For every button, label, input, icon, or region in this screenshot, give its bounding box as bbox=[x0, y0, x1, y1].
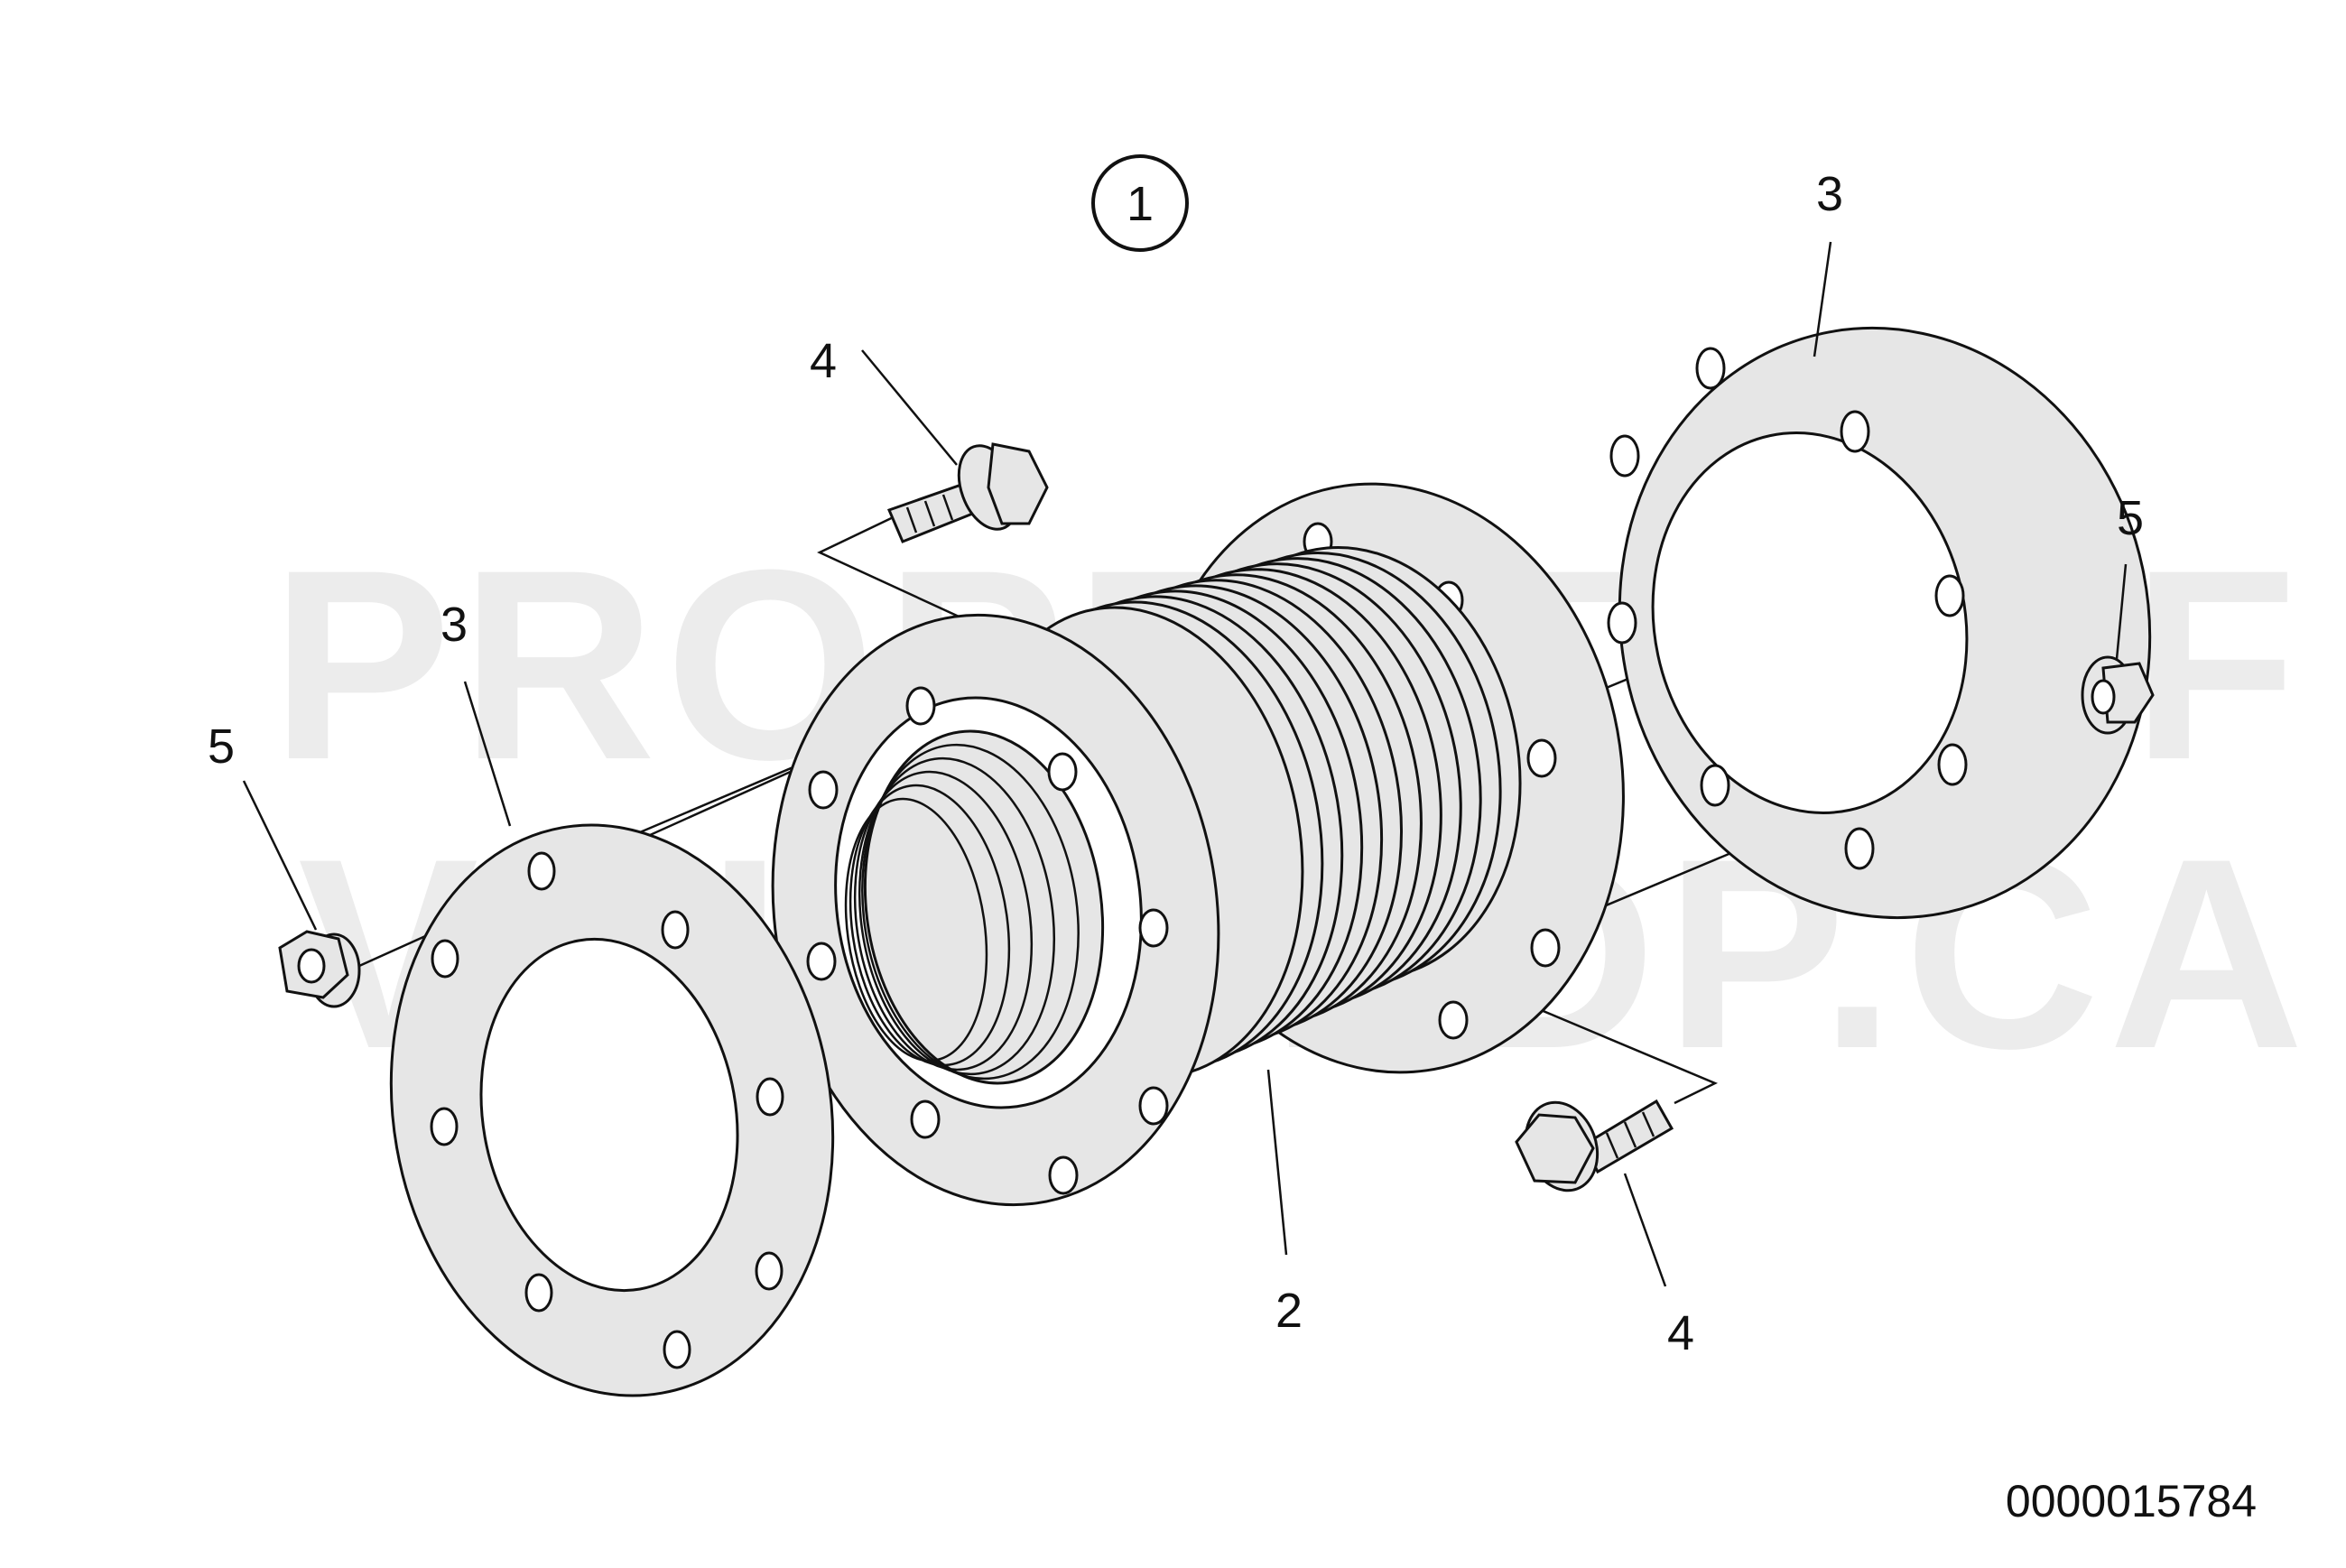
callout-4-bottom: 4 bbox=[1667, 1306, 1694, 1360]
nut-left bbox=[278, 930, 361, 1008]
gasket-right bbox=[1607, 326, 2152, 920]
view-number-badge: 1 bbox=[1091, 154, 1189, 252]
compensator-front-flange bbox=[771, 613, 1220, 1207]
document-number: 0000015784 bbox=[2006, 1476, 2257, 1526]
bolt-top bbox=[886, 442, 1049, 543]
bolt-bottom bbox=[1515, 1099, 1674, 1192]
callout-5-left: 5 bbox=[208, 719, 235, 774]
callouts: 4 3 5 3 5 2 4 bbox=[208, 167, 2144, 1360]
gasket-left bbox=[389, 823, 835, 1397]
callout-4-top: 4 bbox=[810, 334, 837, 388]
view-number: 1 bbox=[1127, 177, 1154, 231]
callout-2: 2 bbox=[1275, 1284, 1303, 1338]
leader-lines bbox=[242, 241, 2128, 1287]
callout-5-right: 5 bbox=[2117, 491, 2144, 545]
callout-3-left: 3 bbox=[440, 598, 468, 652]
nut-right bbox=[2081, 655, 2155, 735]
callout-3-right: 3 bbox=[1816, 167, 1843, 221]
